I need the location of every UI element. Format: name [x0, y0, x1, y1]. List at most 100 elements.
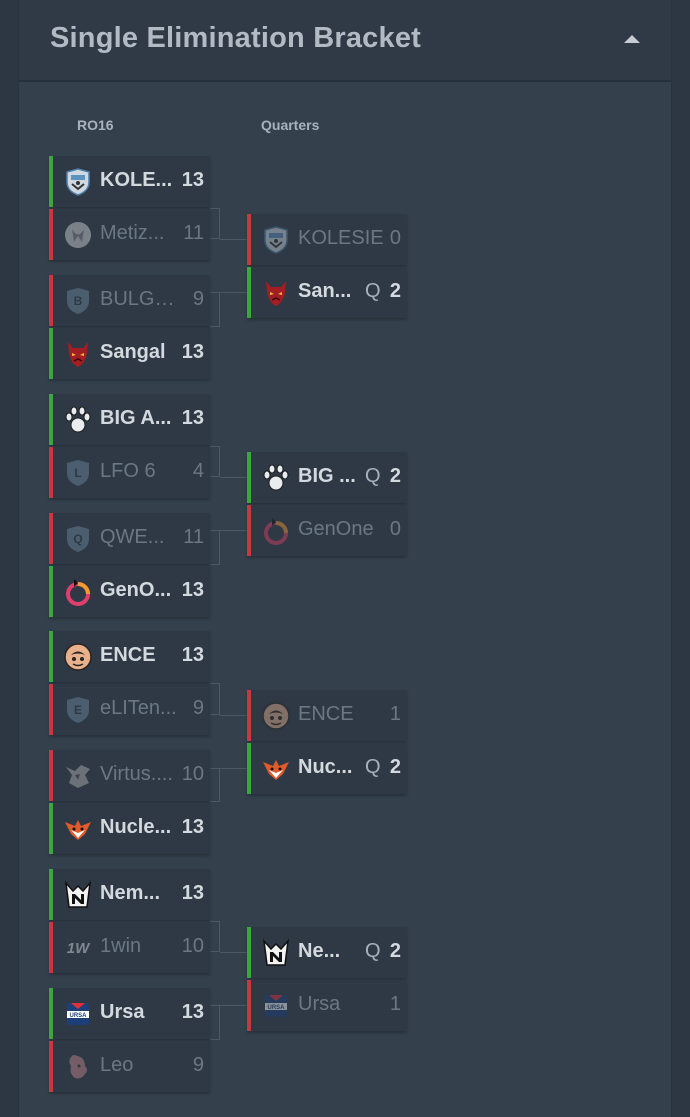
ence-icon [63, 642, 93, 672]
kolesie-shield-icon [261, 225, 291, 255]
svg-text:URSA: URSA [267, 1005, 285, 1011]
bracket-connector [210, 1005, 220, 1040]
ro16-team-slot[interactable]: BIG A... 13 [49, 394, 210, 445]
bracket-connector [220, 239, 247, 240]
team-score: 13 [181, 407, 204, 429]
team-name: ENCE [298, 703, 354, 725]
sangal-demon-icon [63, 339, 93, 369]
bracket-connector [210, 683, 220, 715]
bracket-connector [220, 292, 247, 293]
bracket-connector [210, 921, 220, 952]
team-score: 9 [192, 1054, 204, 1076]
ursa-icon: URSA [261, 991, 291, 1021]
team-name: Metiz... [100, 222, 165, 244]
team-score: 1 [389, 703, 401, 725]
placeholder-shield-icon: L [63, 458, 93, 488]
genone-ring-icon [63, 577, 93, 607]
bracket-connector [210, 292, 220, 327]
qualified-badge: Q [365, 756, 381, 778]
big-paw-icon [63, 405, 93, 435]
bracket-connector [220, 530, 247, 531]
svg-text:L: L [74, 466, 81, 480]
nuclear-fox-icon [261, 754, 291, 784]
team-score: 2 [389, 280, 401, 302]
ro16-team-slot[interactable]: Nem...13 [49, 869, 210, 920]
svg-text:Q: Q [73, 532, 82, 546]
svg-text:E: E [74, 703, 82, 717]
bracket-connector [220, 952, 247, 953]
team-name: BIG A... [100, 407, 172, 429]
ursa-icon: URSA [63, 999, 93, 1029]
placeholder-shield-icon: E [63, 695, 93, 725]
team-name: KOLE... [100, 169, 173, 191]
bracket-connector [220, 768, 247, 769]
team-score: 0 [389, 227, 401, 249]
team-score: 13 [181, 579, 204, 601]
team-score: 13 [181, 644, 204, 666]
quarterfinal-team-slot[interactable]: ENCE 1 [247, 690, 407, 741]
team-score: 10 [181, 763, 204, 785]
team-name: Leo [100, 1054, 134, 1076]
team-name: GenO... [100, 579, 172, 601]
qualified-badge: Q [365, 280, 381, 302]
svg-text:URSA: URSA [69, 1013, 87, 1019]
panel-header: Single Elimination Bracket [19, 0, 671, 82]
team-score: 13 [181, 882, 204, 904]
team-name: 1win [100, 935, 142, 957]
bracket-connector [210, 208, 220, 239]
ro16-team-slot[interactable]: Leo 9 [49, 1041, 210, 1092]
team-score: 2 [389, 756, 401, 778]
kolesie-shield-icon [63, 167, 93, 197]
ro16-team-slot[interactable]: Nucle...13 [49, 803, 210, 854]
big-paw-icon [261, 463, 291, 493]
nemiga-icon [63, 880, 93, 910]
team-score: 11 [183, 222, 204, 244]
collapse-button[interactable] [617, 24, 647, 54]
bracket-connector [210, 768, 220, 802]
team-score: 9 [192, 697, 204, 719]
qualified-badge: Q [365, 465, 381, 487]
nemiga-icon [261, 938, 291, 968]
team-score: 13 [181, 341, 204, 363]
svg-text:B: B [74, 294, 83, 308]
team-name: Ursa [298, 993, 341, 1015]
bracket-connector [220, 1005, 247, 1006]
ro16-team-slot[interactable]: GenO... 13 [49, 566, 210, 617]
team-name: Ursa [100, 1001, 145, 1023]
team-score: 4 [192, 460, 204, 482]
leo-lion-icon [63, 1052, 93, 1082]
team-name: BIG ... [298, 465, 356, 487]
team-name: Nuc... [298, 756, 353, 778]
nuclear-fox-icon [63, 814, 93, 844]
team-name: Ne... [298, 940, 341, 962]
team-score: 9 [192, 288, 204, 310]
team-name: Sangal [100, 341, 166, 363]
team-score: 2 [389, 465, 401, 487]
bracket-connector [220, 477, 247, 478]
team-score: 13 [181, 816, 204, 838]
round-label-quarters: Quarters [261, 117, 320, 133]
ro16-team-slot[interactable]: Metiz... 11 [49, 209, 210, 260]
ro16-team-slot[interactable]: Virtus....10 [49, 750, 210, 801]
ro16-team-slot[interactable]: KOLE...13 [49, 156, 210, 207]
qualified-badge: Q [365, 940, 381, 962]
team-name: KOLESIE [298, 227, 384, 249]
team-name: eLITen... [100, 697, 177, 719]
ro16-team-slot[interactable]: Sangal 13 [49, 328, 210, 379]
team-score: 10 [181, 935, 204, 957]
team-name: San... [298, 280, 352, 302]
